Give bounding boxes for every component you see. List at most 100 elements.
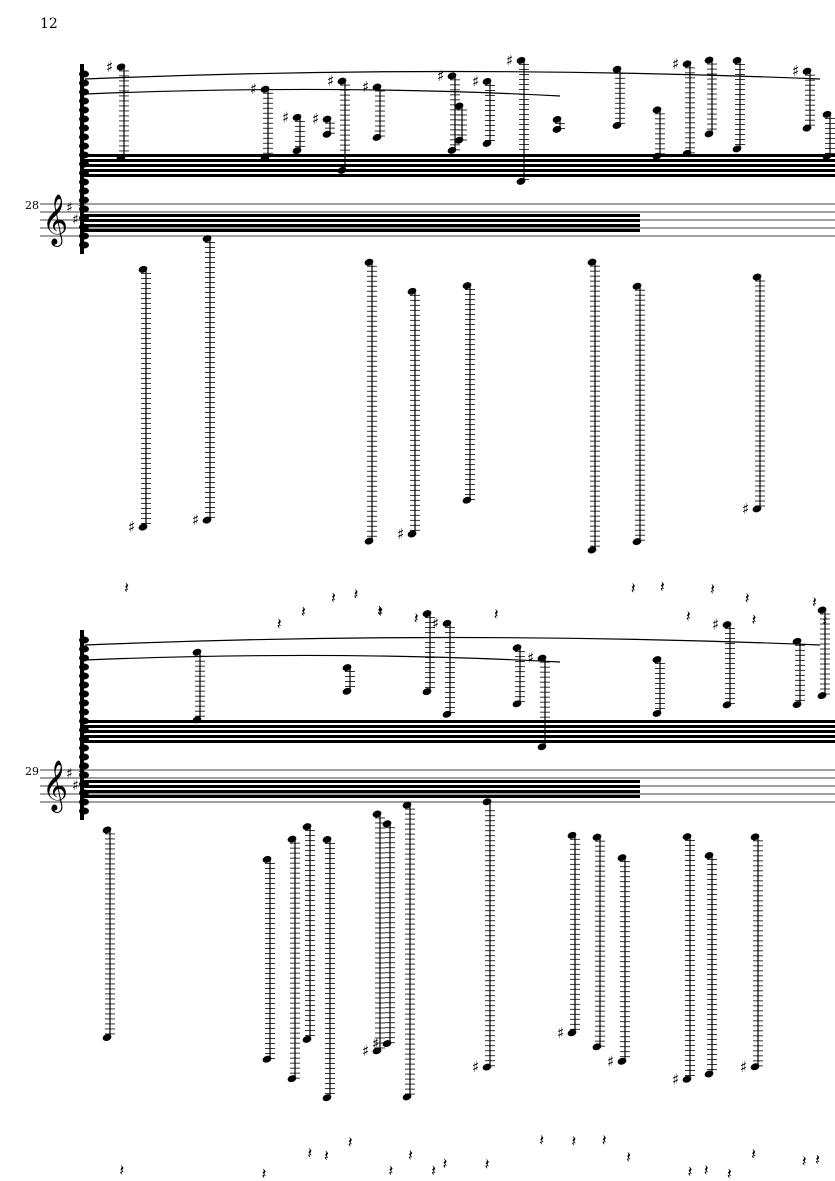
notehead: [262, 855, 272, 863]
notehead: [617, 854, 627, 862]
notehead: [652, 709, 662, 717]
sharp-icon: ♯: [506, 51, 513, 69]
notehead: [79, 232, 89, 240]
notehead: [116, 154, 126, 162]
beam: [80, 730, 835, 733]
rest-icon: 𝄽: [301, 602, 306, 621]
rest-icon: 𝄽: [262, 1164, 267, 1181]
sharp-icon: ♯: [362, 78, 369, 96]
sharp-icon: ♯: [106, 58, 113, 76]
notehead: [79, 97, 89, 105]
notehead: [516, 56, 526, 64]
rest-icon: 𝄽: [752, 610, 757, 629]
notehead: [722, 621, 732, 629]
rest-icon: 𝄽: [660, 577, 665, 596]
notehead: [704, 1070, 714, 1078]
rest-icon: 𝄽: [354, 585, 359, 604]
notehead: [537, 654, 547, 662]
notehead: [79, 636, 89, 644]
notehead: [802, 67, 812, 75]
notehead: [79, 169, 89, 177]
rest-icon: 𝄽: [688, 1162, 693, 1181]
treble-clef-icon: 𝄞: [42, 760, 68, 813]
notehead: [632, 282, 642, 290]
notehead: [116, 63, 126, 71]
notehead: [442, 710, 452, 718]
notehead: [372, 810, 382, 818]
rest-icon: 𝄽: [815, 1150, 820, 1169]
beam: [80, 720, 835, 723]
notehead: [454, 136, 464, 144]
rest-icon: 𝄽: [307, 1144, 312, 1163]
notehead: [750, 833, 760, 841]
measure-number: 29: [25, 765, 39, 778]
beam: [80, 164, 835, 167]
beam: [80, 795, 640, 798]
notehead: [447, 72, 457, 80]
rest-icon: 𝄽: [414, 609, 419, 628]
sharp-icon: ♯: [192, 511, 199, 529]
notehead: [79, 79, 89, 87]
beam: [80, 740, 835, 743]
notehead: [512, 644, 522, 652]
notehead: [567, 1029, 577, 1037]
rest-icon: 𝄽: [348, 1132, 353, 1151]
rest-icon: 𝄽: [443, 1154, 448, 1173]
notehead: [260, 85, 270, 93]
sharp-icon: ♯: [66, 766, 73, 782]
rest-icon: 𝄽: [331, 588, 336, 607]
notehead: [587, 258, 597, 266]
rest-icon: 𝄽: [631, 578, 636, 597]
page-number: 12: [40, 16, 58, 32]
sharp-icon: ♯: [527, 649, 534, 667]
notehead: [79, 663, 89, 671]
beam: [80, 174, 835, 177]
notehead: [79, 744, 89, 752]
sharp-icon: ♯: [66, 200, 73, 216]
notehead: [617, 1057, 627, 1065]
notehead: [822, 152, 832, 160]
notehead: [482, 77, 492, 85]
notehead: [722, 701, 732, 709]
notehead: [79, 106, 89, 114]
notehead: [79, 196, 89, 204]
sharp-icon: ♯: [362, 1042, 369, 1060]
measure-number: 28: [25, 199, 39, 212]
sharp-icon: ♯: [128, 518, 135, 536]
rest-icon: 𝄽: [812, 593, 817, 612]
notehead: [202, 235, 212, 243]
beam: [80, 780, 640, 783]
notehead: [792, 637, 802, 645]
sharp-icon: ♯: [72, 778, 79, 794]
notehead: [612, 65, 622, 73]
notehead: [79, 735, 89, 743]
notehead: [79, 214, 89, 222]
notehead: [682, 1075, 692, 1083]
notehead: [138, 265, 148, 273]
notehead: [364, 258, 374, 266]
beam: [80, 790, 640, 793]
notehead: [704, 852, 714, 859]
notehead: [462, 282, 472, 290]
notehead: [79, 115, 89, 123]
notehead: [592, 833, 602, 841]
rest-icon: 𝄽: [494, 604, 499, 623]
tie: [84, 654, 561, 663]
notehead: [79, 708, 89, 716]
notehead: [79, 151, 89, 159]
beam: [80, 169, 835, 172]
notehead: [732, 145, 742, 153]
rest-icon: 𝄽: [710, 579, 715, 598]
notehead: [79, 771, 89, 779]
rest-icon: 𝄽: [704, 1161, 709, 1180]
sharp-icon: ♯: [312, 110, 319, 128]
notehead: [704, 130, 714, 138]
notehead: [102, 826, 112, 834]
notehead: [802, 124, 812, 132]
notehead: [192, 716, 202, 724]
notehead: [79, 223, 89, 231]
notehead: [482, 1063, 492, 1071]
sharp-icon: ♯: [672, 55, 679, 73]
notehead: [337, 166, 347, 174]
